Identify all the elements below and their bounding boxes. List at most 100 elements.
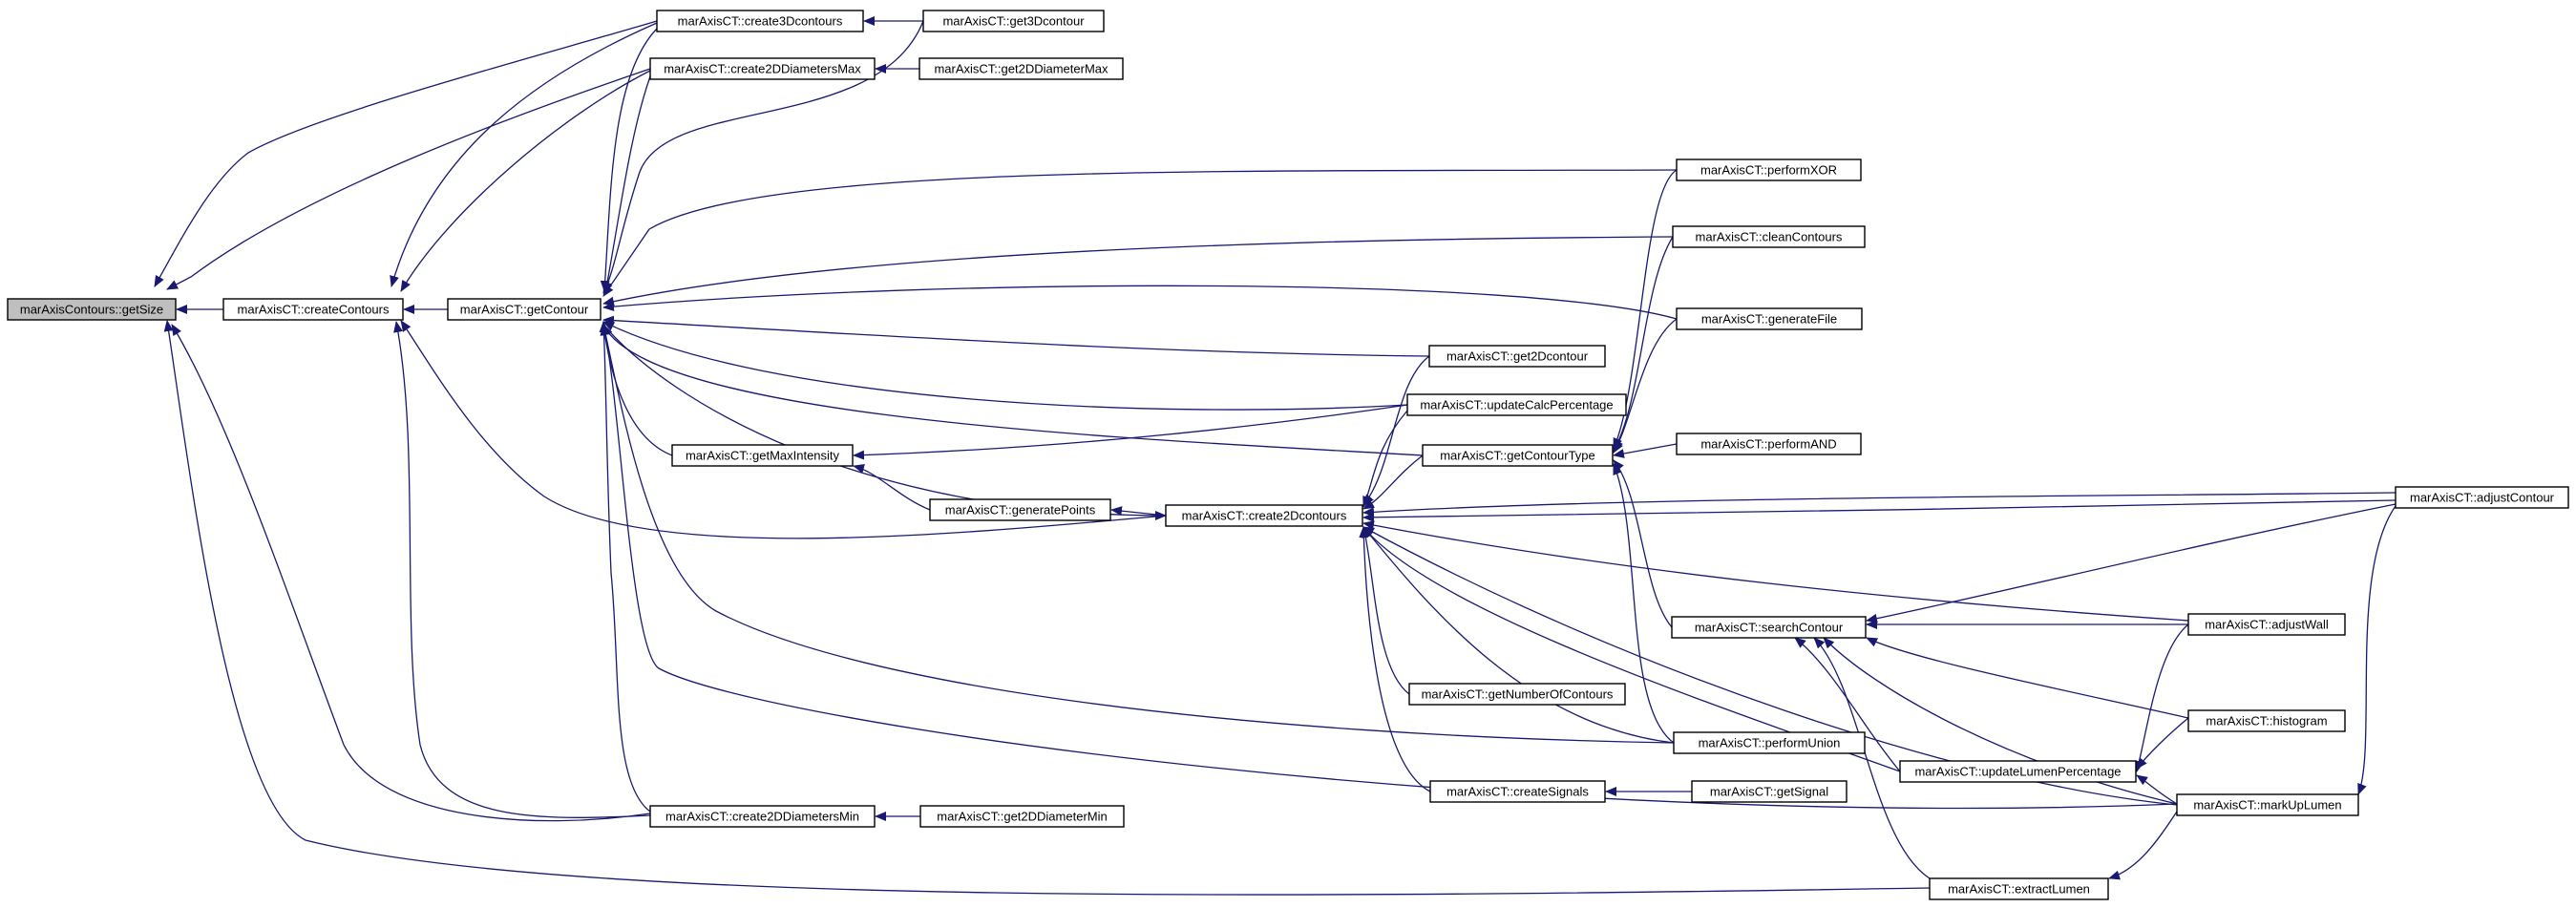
node-performAND[interactable]: marAxisCT::performAND	[1676, 433, 1862, 455]
node-box	[1691, 780, 1848, 803]
node-box	[1406, 393, 1627, 416]
edge-markUpLumen-to-updateLumenPercentage	[2136, 774, 2178, 805]
node-label: marAxisCT::create2Dcontours	[1182, 509, 1347, 523]
node-getSignal[interactable]: marAxisCT::getSignal	[1691, 780, 1848, 803]
node-label: marAxisCT::adjustContour	[2410, 491, 2555, 505]
node-createSignals[interactable]: marAxisCT::createSignals	[1429, 780, 1606, 803]
edge-performUnion-to-getContour	[601, 324, 1675, 744]
node-label: marAxisCT::create2DDiametersMax	[664, 62, 861, 76]
edge-getNumberOfContours-to-create2Dcontours	[1361, 526, 1410, 695]
node-label: marAxisCT::performUnion	[1699, 736, 1841, 750]
edge-getContourType-to-create2Dcontours	[1362, 454, 1424, 510]
edge-create3Dcontours-to-createContours	[390, 22, 658, 287]
edge-create2DDiametersMin-to-getContour	[599, 321, 651, 813]
node-generateFile[interactable]: marAxisCT::generateFile	[1676, 307, 1863, 330]
node-box	[7, 298, 177, 321]
edge-performXOR-to-getContour	[602, 169, 1678, 297]
node-label: marAxisCT::getMaxIntensity	[686, 449, 840, 463]
node-get2DDiameterMax[interactable]: marAxisCT::get2DDiameterMax	[918, 57, 1124, 80]
node-performXOR[interactable]: marAxisCT::performXOR	[1676, 158, 1862, 181]
node-generatePoints[interactable]: marAxisCT::generatePoints	[929, 498, 1111, 521]
edge-searchContour-to-getContourType	[1613, 459, 1673, 628]
edge-histogram-to-updateLumenPercentage	[2136, 717, 2189, 770]
edge-extractLumen-to-searchContour	[1813, 637, 1931, 879]
node-box	[2187, 709, 2346, 732]
edge-updateCalcPercentage-to-getMaxIntensity	[853, 404, 1408, 460]
node-label: marAxisCT::cleanContours	[1696, 230, 1843, 244]
node-create2DDiametersMax[interactable]: marAxisCT::create2DDiametersMax	[649, 57, 876, 80]
node-getSize[interactable]: marAxisContours::getSize	[7, 298, 177, 321]
edge-create2DDiametersMin-to-createContours	[393, 321, 651, 818]
edge-markUpLumen-to-create2Dcontours	[1362, 526, 2178, 806]
node-label: marAxisCT::markUpLumen	[2193, 798, 2341, 813]
node-histogram[interactable]: marAxisCT::histogram	[2187, 709, 2346, 732]
edge-create3Dcontours-to-getContour	[600, 28, 658, 292]
node-searchContour[interactable]: marAxisCT::searchContour	[1671, 616, 1867, 639]
edge-generateFile-to-getContourType	[1613, 318, 1678, 454]
node-label: marAxisContours::getSize	[20, 303, 163, 317]
edge-performUnion-to-getContourType	[1613, 463, 1675, 744]
node-getContour[interactable]: marAxisCT::getContour	[447, 298, 602, 321]
node-box	[1428, 345, 1606, 368]
node-cleanContours[interactable]: marAxisCT::cleanContours	[1672, 225, 1866, 248]
node-get2DDiameterMin[interactable]: marAxisCT::get2DDiameterMin	[919, 805, 1125, 828]
node-label: marAxisCT::createContours	[238, 303, 390, 317]
node-box	[2187, 613, 2346, 636]
node-box	[1671, 616, 1867, 639]
node-createContours[interactable]: marAxisCT::createContours	[222, 298, 404, 321]
edge-extractLumen-to-getSize	[163, 320, 1931, 896]
node-box	[222, 298, 404, 321]
node-label: marAxisCT::updateCalcPercentage	[1420, 398, 1613, 412]
node-box	[929, 498, 1111, 521]
edge-performXOR-to-getContourType	[1613, 169, 1678, 450]
edge-generatePoints-to-getMaxIntensity	[853, 464, 931, 511]
edge-cleanContours-to-getContour	[602, 236, 1674, 306]
edge-get2Dcontour-to-getContour	[602, 315, 1430, 357]
node-adjustWall[interactable]: marAxisCT::adjustWall	[2187, 613, 2346, 636]
node-adjustContour[interactable]: marAxisCT::adjustContour	[2395, 486, 2569, 509]
node-label: marAxisCT::get3Dcontour	[942, 14, 1085, 29]
node-box	[922, 10, 1105, 32]
node-updateLumenPercentage[interactable]: marAxisCT::updateLumenPercentage	[1899, 760, 2137, 783]
edge-adjustContour-to-create2Dcontours	[1362, 492, 2397, 517]
node-box	[671, 444, 854, 467]
node-markUpLumen[interactable]: marAxisCT::markUpLumen	[2176, 793, 2359, 816]
edge-adjustWall-to-create2Dcontours	[1362, 520, 2189, 622]
node-extractLumen[interactable]: marAxisCT::extractLumen	[1929, 877, 2109, 900]
edge-adjustContour-to-markUpLumen	[2357, 505, 2397, 795]
node-label: marAxisCT::getContour	[460, 303, 589, 317]
node-label: marAxisCT::adjustWall	[2205, 618, 2329, 632]
node-box	[1929, 877, 2109, 900]
edge-create2Dcontours-to-generatePoints	[1110, 506, 1167, 517]
node-label: marAxisCT::create2DDiametersMin	[665, 810, 859, 824]
node-performUnion[interactable]: marAxisCT::performUnion	[1673, 731, 1866, 754]
node-label: marAxisCT::performAND	[1700, 437, 1836, 452]
node-getNumberOfContours[interactable]: marAxisCT::getNumberOfContours	[1408, 683, 1626, 706]
node-create2Dcontours[interactable]: marAxisCT::create2Dcontours	[1165, 504, 1363, 527]
edge-markUpLumen-to-extractLumen	[2108, 811, 2178, 880]
node-create2DDiametersMin[interactable]: marAxisCT::create2DDiametersMin	[649, 805, 876, 828]
node-label: marAxisCT::get2Dcontour	[1446, 349, 1589, 364]
node-box	[1672, 225, 1866, 248]
node-box	[649, 805, 876, 828]
node-getContourType[interactable]: marAxisCT::getContourType	[1422, 444, 1614, 467]
node-get3Dcontour[interactable]: marAxisCT::get3Dcontour	[922, 10, 1105, 32]
node-label: marAxisCT::extractLumen	[1948, 882, 2090, 897]
node-box	[2395, 486, 2569, 509]
edge-adjustContour-to-searchContour	[1866, 503, 2397, 623]
node-get2Dcontour[interactable]: marAxisCT::get2Dcontour	[1428, 345, 1606, 368]
edge-create2DDiametersMax-to-createContours	[400, 70, 651, 292]
edge-get2Dcontour-to-create2Dcontours	[1362, 355, 1430, 506]
node-updateCalcPercentage[interactable]: marAxisCT::updateCalcPercentage	[1406, 393, 1627, 416]
node-label: marAxisCT::updateLumenPercentage	[1914, 765, 2121, 779]
node-getMaxIntensity[interactable]: marAxisCT::getMaxIntensity	[671, 444, 854, 467]
node-create3Dcontours[interactable]: marAxisCT::create3Dcontours	[656, 10, 864, 32]
node-box	[1676, 433, 1862, 455]
node-label: marAxisCT::searchContour	[1695, 621, 1844, 635]
node-box	[656, 10, 864, 32]
node-label: marAxisCT::generatePoints	[945, 503, 1096, 517]
edge-markUpLumen-to-searchContour	[1823, 637, 2178, 805]
edge-updateCalcPercentage-to-create2Dcontours	[1362, 410, 1408, 508]
edge-get3Dcontour-to-getContour	[602, 20, 924, 294]
